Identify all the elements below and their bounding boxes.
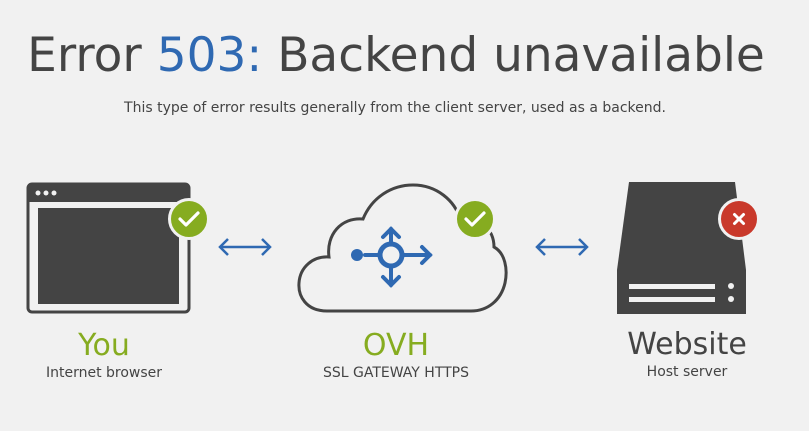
server-status-error-icon	[718, 198, 760, 240]
error-code: 503:	[156, 28, 263, 83]
left-double-arrow-icon	[218, 238, 272, 256]
node-ovh: OVH SSL GATEWAY HTTPS	[296, 328, 496, 382]
node-website: Website Host server	[587, 327, 787, 381]
node-you: You Internet browser	[4, 328, 204, 382]
server-icon	[617, 182, 746, 314]
gateway-status-check-icon	[454, 198, 496, 240]
error-title: Error 503: Backend unavailable	[0, 26, 792, 86]
node-you-description: Internet browser	[45, 365, 163, 381]
node-website-description: Host server	[646, 364, 728, 380]
browser-window-icon	[26, 182, 191, 314]
error-subtitle: This type of error results generally fro…	[124, 100, 666, 116]
error-title-prefix: Error	[27, 28, 142, 83]
cloud-gateway-icon	[297, 183, 508, 313]
browser-status-check-icon	[168, 198, 210, 240]
node-you-name: You	[78, 328, 130, 363]
node-website-name: Website	[627, 327, 747, 362]
node-ovh-description: SSL GATEWAY HTTPS	[322, 365, 470, 381]
error-title-suffix: Backend unavailable	[277, 28, 765, 83]
right-double-arrow-icon	[535, 238, 589, 256]
node-ovh-name: OVH	[362, 328, 430, 363]
